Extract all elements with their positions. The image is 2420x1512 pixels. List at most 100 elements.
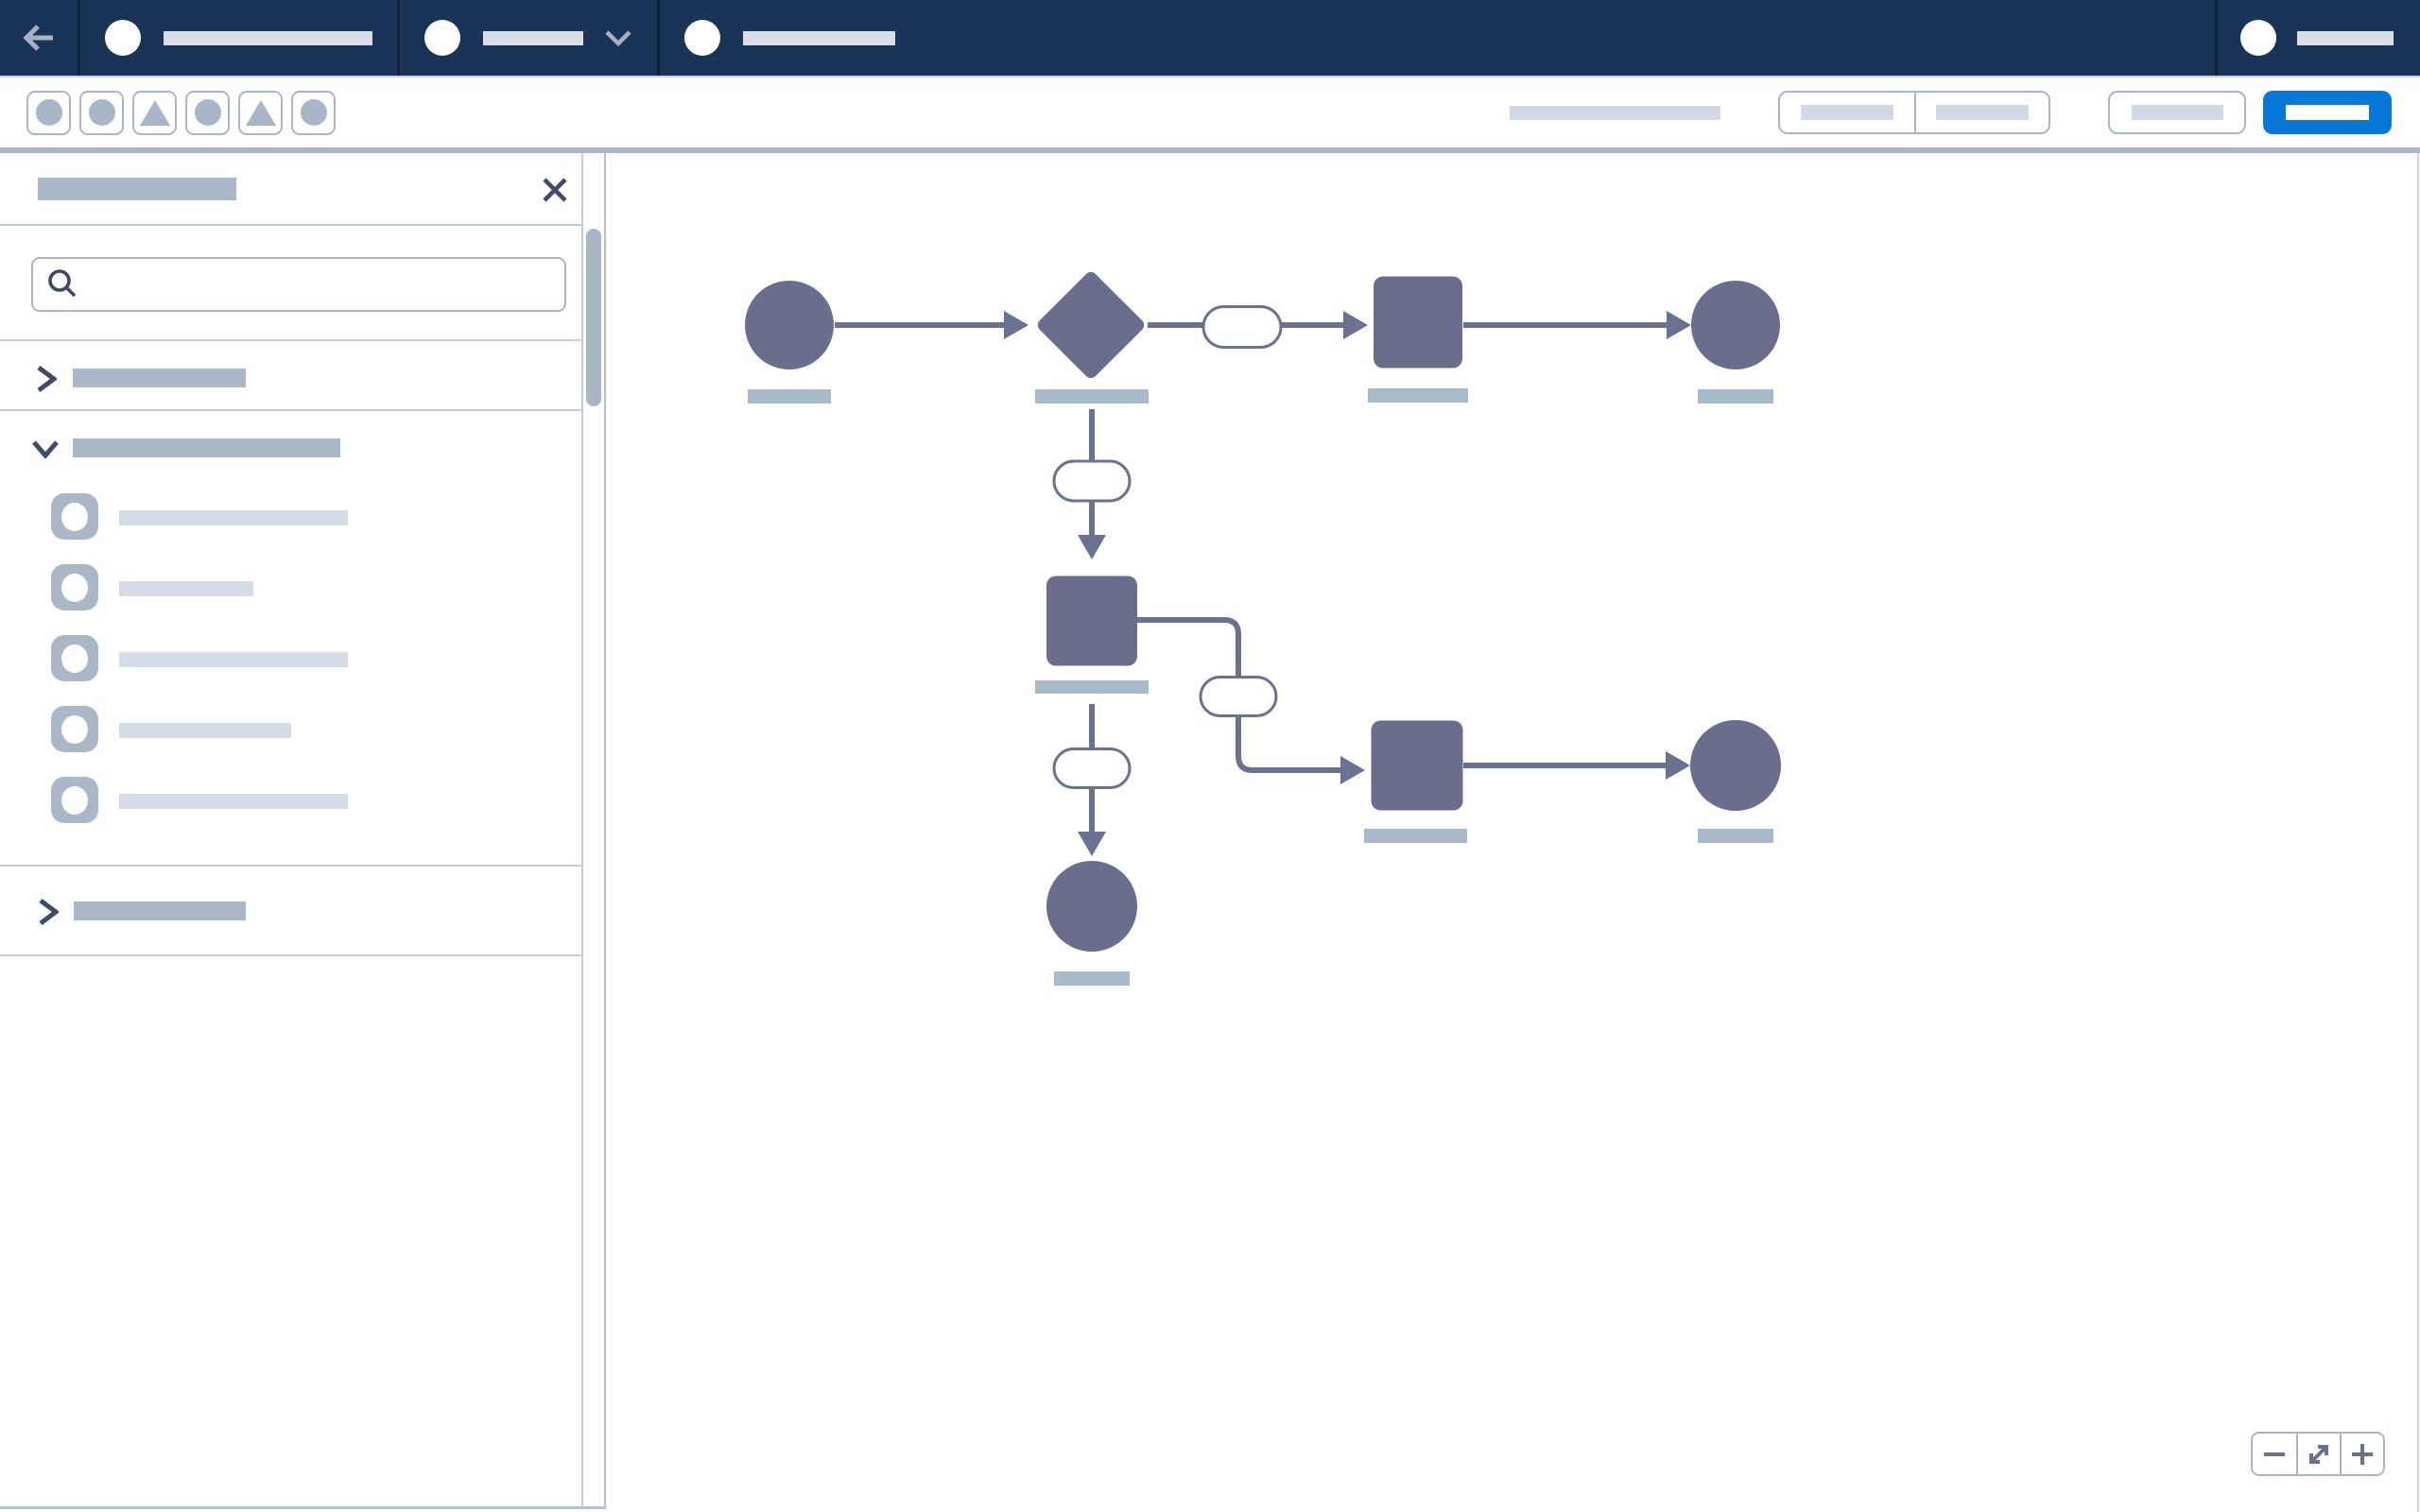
- circle-icon: [194, 99, 221, 126]
- node-task-3[interactable]: [1371, 720, 1463, 811]
- chevron-right-icon: [39, 899, 59, 925]
- circle-icon: [35, 99, 62, 126]
- circle-icon: [300, 99, 327, 126]
- close-button[interactable]: [539, 176, 571, 204]
- expand-icon: [2309, 1444, 2328, 1464]
- node-end-2[interactable]: [1046, 861, 1137, 952]
- search-input[interactable]: [31, 257, 566, 312]
- node-connector-pill-2[interactable]: [1052, 459, 1132, 503]
- sidebar-section-collapsed[interactable]: [0, 341, 583, 411]
- item-label-placeholder: [119, 794, 348, 809]
- section-label-placeholder: [73, 438, 340, 457]
- shape-list-item[interactable]: [0, 564, 583, 635]
- user-menu[interactable]: [2218, 0, 2420, 76]
- node-task-2[interactable]: [1046, 576, 1137, 666]
- status-text-placeholder: [1510, 105, 1720, 120]
- chevron-down-icon: [32, 440, 59, 458]
- shape-button-group: [0, 90, 336, 135]
- node-label-placeholder: [1698, 829, 1773, 843]
- flowchart: [745, 269, 1781, 986]
- shape-thumbnail-icon: [51, 706, 98, 752]
- shape-category-sections: [0, 341, 583, 956]
- avatar: [105, 20, 141, 56]
- header-divider: [397, 0, 400, 76]
- text-placeholder: [483, 30, 583, 45]
- shape-tool-circle-button[interactable]: [291, 90, 336, 135]
- back-button[interactable]: [0, 0, 78, 76]
- shape-toolbar: [0, 77, 2420, 153]
- minus-icon: [2264, 1452, 2285, 1456]
- node-label-placeholder: [1035, 389, 1149, 404]
- header-divider: [2215, 0, 2218, 76]
- panel-scrollbar[interactable]: [581, 153, 606, 1506]
- scrollbar-thumb[interactable]: [586, 229, 601, 406]
- text-placeholder: [164, 30, 372, 45]
- sidebar-section-expanded-header[interactable]: [0, 411, 583, 493]
- item-label-placeholder: [119, 652, 348, 667]
- chevron-right-icon: [37, 366, 57, 392]
- node-decision-1[interactable]: [1035, 269, 1147, 381]
- node-connector-pill-1[interactable]: [1201, 305, 1283, 349]
- node-start-1[interactable]: [745, 281, 834, 369]
- search-icon: [48, 269, 77, 298]
- shape-thumbnail-icon: [51, 777, 98, 823]
- username-placeholder: [2297, 30, 2394, 45]
- avatar: [684, 20, 720, 56]
- shape-tool-circle-button[interactable]: [26, 90, 71, 135]
- canvas-edge-line: [2417, 153, 2419, 1512]
- button-label-placeholder: [1936, 105, 2029, 120]
- zoom-minus-button[interactable]: [2253, 1434, 2296, 1474]
- item-label-placeholder: [119, 581, 253, 596]
- header-menu-section[interactable]: [80, 0, 397, 76]
- segmented-button-group: [1778, 91, 2050, 134]
- header-divider: [657, 0, 660, 76]
- close-icon: [543, 178, 567, 202]
- node-connector-pill-4[interactable]: [1199, 676, 1278, 717]
- node-label-placeholder: [1054, 971, 1130, 986]
- secondary-button[interactable]: [2108, 91, 2246, 134]
- triangle-icon: [139, 99, 170, 126]
- shape-thumbnail-icon: [51, 635, 98, 681]
- sidebar-section-collapsed[interactable]: [0, 865, 583, 956]
- primary-button[interactable]: [2263, 91, 2392, 134]
- chevron-down-icon: [605, 30, 631, 46]
- panel-title-placeholder: [38, 178, 236, 200]
- shape-tool-triangle-button[interactable]: [132, 90, 177, 135]
- shape-tool-triangle-button[interactable]: [238, 90, 283, 135]
- node-connector-pill-3[interactable]: [1052, 747, 1132, 789]
- search-section: [0, 226, 583, 341]
- toolbar-actions: [1510, 91, 2420, 134]
- shape-list-item[interactable]: [0, 493, 583, 564]
- node-label-placeholder: [1698, 389, 1773, 404]
- node-end-3[interactable]: [1690, 720, 1781, 811]
- shape-list-item[interactable]: [0, 706, 583, 777]
- section-label-placeholder: [74, 902, 246, 920]
- shape-thumbnail-icon: [51, 493, 98, 540]
- shape-list-item[interactable]: [0, 635, 583, 706]
- node-label-placeholder: [1035, 680, 1149, 694]
- button-label-placeholder: [2131, 105, 2223, 120]
- node-label-placeholder: [748, 389, 831, 404]
- header-menu-section[interactable]: [400, 0, 657, 76]
- header-menu-section[interactable]: [660, 0, 920, 76]
- shape-tool-circle-button[interactable]: [185, 90, 230, 135]
- shape-tool-circle-button[interactable]: [79, 90, 124, 135]
- shape-list-item[interactable]: [0, 777, 583, 848]
- text-placeholder: [743, 30, 895, 45]
- header-divider: [78, 0, 80, 76]
- panel-body: [0, 226, 583, 1506]
- zoom-plus-button[interactable]: [2340, 1434, 2383, 1474]
- segmented-button-2[interactable]: [1914, 93, 2048, 132]
- zoom-expand-button[interactable]: [2296, 1434, 2340, 1474]
- segmented-button-1[interactable]: [1780, 93, 1914, 132]
- arrow-left-icon: [23, 25, 53, 51]
- button-label-placeholder: [1801, 105, 1893, 120]
- avatar: [2240, 20, 2276, 56]
- circle-icon: [88, 99, 115, 126]
- panel-header: [0, 153, 583, 226]
- flow-edge-10: [1236, 716, 1365, 784]
- node-task-1[interactable]: [1374, 276, 1462, 369]
- node-end-1[interactable]: [1691, 281, 1780, 369]
- item-label-placeholder: [119, 723, 291, 738]
